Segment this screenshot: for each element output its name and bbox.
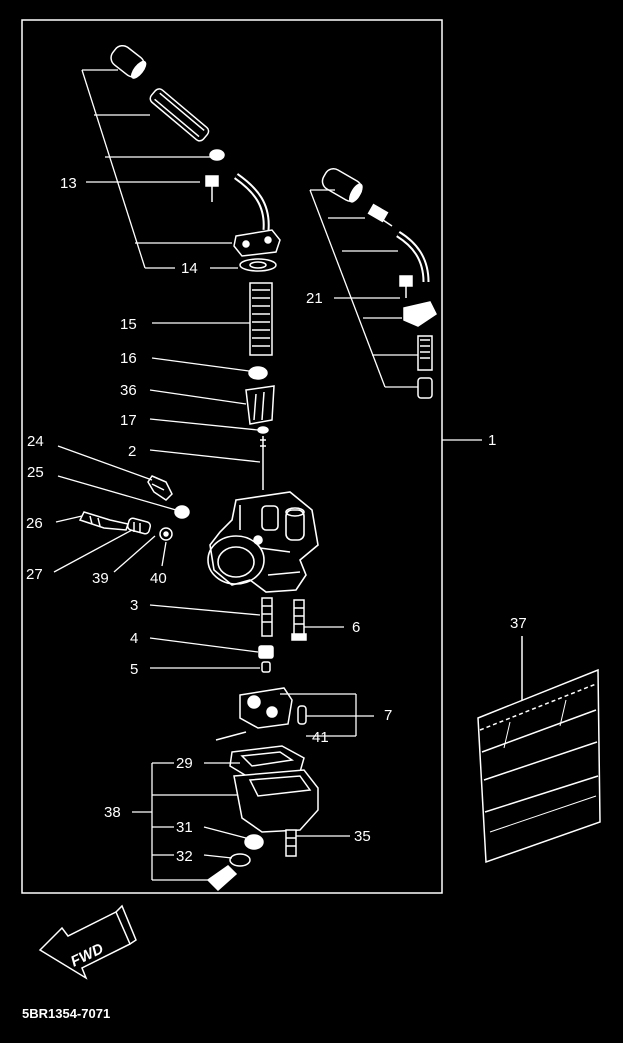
callout-26: 26 xyxy=(26,515,43,532)
callout-14: 14 xyxy=(181,260,198,277)
fwd-arrow-icon xyxy=(38,904,137,980)
callout-41: 41 xyxy=(312,729,329,746)
callout-7: 7 xyxy=(384,707,392,724)
needle-retainer xyxy=(248,366,268,380)
side-parts xyxy=(78,475,190,541)
leader-lines-bowl xyxy=(132,762,350,881)
callout-39: 39 xyxy=(92,570,109,587)
callout-24: 24 xyxy=(27,433,44,450)
carburetor-body xyxy=(207,491,319,593)
callout-38: 38 xyxy=(104,804,121,821)
jet-needle xyxy=(257,426,269,490)
parts-bag xyxy=(477,636,601,864)
leader-lines-13 xyxy=(81,69,238,269)
callout-35: 35 xyxy=(354,828,371,845)
callout-40: 40 xyxy=(150,570,167,587)
callout-15: 15 xyxy=(120,316,137,333)
choke-cable-group xyxy=(321,168,437,399)
drawing-code: 5BR1354-7071 xyxy=(22,1006,110,1021)
callout-2: 2 xyxy=(128,443,136,460)
float-bowl-assembly xyxy=(206,745,319,892)
assembly-frame xyxy=(21,19,443,894)
throttle-cable-group xyxy=(110,44,281,272)
callout-31: 31 xyxy=(176,819,193,836)
callout-5: 5 xyxy=(130,661,138,678)
callout-36: 36 xyxy=(120,382,137,399)
callout-4: 4 xyxy=(130,630,138,647)
jet-parts xyxy=(258,597,307,673)
callout-21: 21 xyxy=(306,290,323,307)
callout-1: 1 xyxy=(488,432,496,449)
callout-3: 3 xyxy=(130,597,138,614)
callout-17: 17 xyxy=(120,412,137,429)
leader-lines-21 xyxy=(309,189,418,388)
callout-27: 27 xyxy=(26,566,43,583)
callout-13: 13 xyxy=(60,175,77,192)
throttle-spring xyxy=(249,282,273,356)
leader-lines-center xyxy=(149,322,344,669)
leader-lines-float xyxy=(280,693,374,737)
callout-labels: 13 14 15 16 36 17 2 21 1 24 25 26 27 39 … xyxy=(26,175,527,865)
leader-lines-side xyxy=(53,445,177,573)
throttle-valve xyxy=(245,385,275,425)
float-assembly xyxy=(215,687,307,741)
callout-6: 6 xyxy=(352,619,360,636)
callout-25: 25 xyxy=(27,464,44,481)
callout-32: 32 xyxy=(176,848,193,865)
callout-16: 16 xyxy=(120,350,137,367)
callout-29: 29 xyxy=(176,755,193,772)
callout-37: 37 xyxy=(510,615,527,632)
